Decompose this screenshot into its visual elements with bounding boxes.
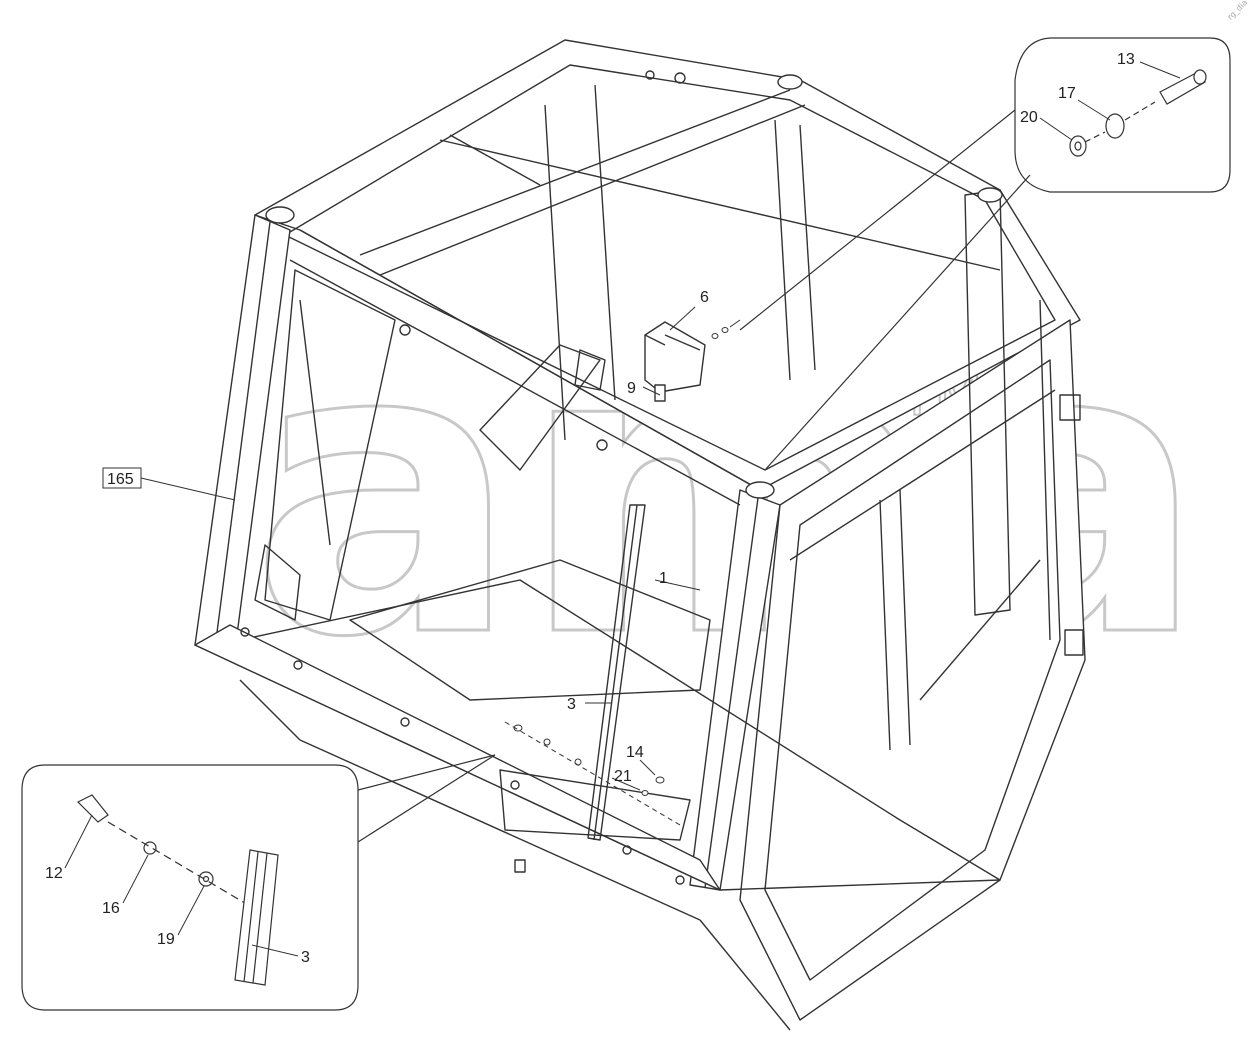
callout-13: 13 — [1117, 51, 1135, 68]
fasteners-main — [504, 319, 741, 826]
callout-16: 16 — [102, 900, 120, 917]
callout-1: 1 — [659, 570, 668, 587]
callout-14: 14 — [626, 744, 644, 761]
callout-3: 3 — [567, 696, 576, 713]
callout-20: 20 — [1020, 109, 1038, 126]
callout-3-detail: 3 — [301, 949, 310, 966]
callout-165: 165 — [107, 471, 134, 488]
cab-frame-drawing — [194, 39, 1086, 1031]
callout-165-box — [102, 467, 142, 489]
leader-lines — [64, 61, 1181, 957]
callout-17: 17 — [1058, 85, 1076, 102]
callout-6: 6 — [700, 289, 709, 306]
callout-19: 19 — [157, 931, 175, 948]
callout-21: 21 — [614, 768, 632, 785]
callouts: 165 1 3 6 9 13 14 17 20 21 12 16 19 3 — [45, 51, 1135, 966]
callout-9: 9 — [627, 380, 636, 397]
drawing-code: rg_dia — [1226, 0, 1250, 22]
callout-12: 12 — [45, 865, 63, 882]
detail-bubble-bottom — [21, 754, 496, 1011]
